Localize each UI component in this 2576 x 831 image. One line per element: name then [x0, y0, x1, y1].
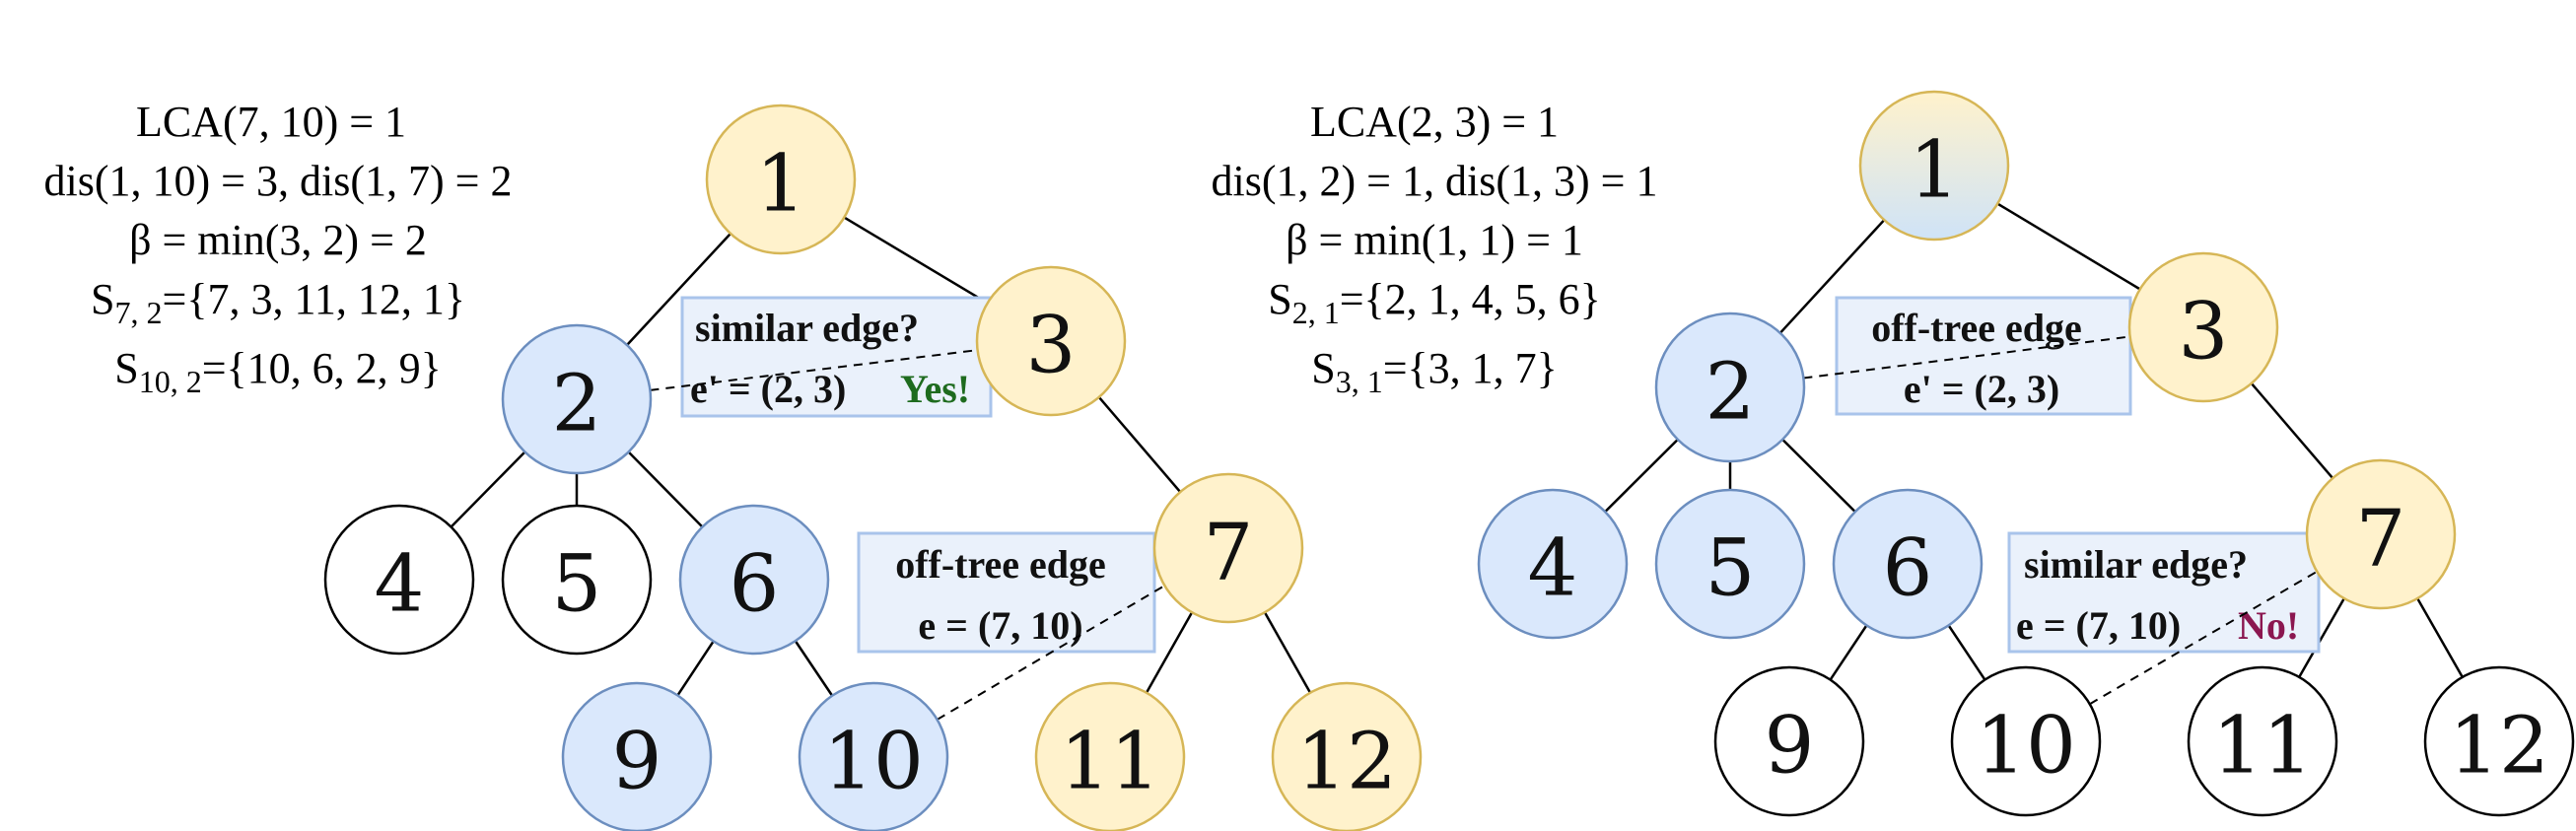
right-node-label: 6 — [1883, 522, 1933, 614]
left-node-label: 3 — [1026, 300, 1077, 391]
left-edge-2-6 — [629, 451, 703, 526]
right-bottom-box-line-2: e = (7, 10) — [2016, 603, 2181, 648]
left-set-members: ={10, 6, 2, 9} — [202, 344, 442, 392]
right-node-5: 5 — [1656, 490, 1804, 638]
left-edge-7-12 — [1265, 612, 1310, 692]
left-top-box-answer: Yes! — [900, 367, 970, 411]
left-node-label: 12 — [1296, 716, 1397, 807]
left-node-label: 1 — [756, 138, 806, 230]
right-calc-line-2: dis(1, 2) = 1, dis(1, 3) = 1 — [1212, 157, 1658, 205]
left-bottom-box-line-2: e = (7, 10) — [918, 603, 1082, 648]
right-edge-6-10 — [1949, 625, 1985, 679]
right-node-9: 9 — [1715, 667, 1863, 815]
left-edge-3-7 — [1099, 397, 1180, 492]
left-node-label: 4 — [375, 538, 425, 630]
right-edge-2-4 — [1605, 440, 1678, 512]
right-edge-3-7 — [2252, 383, 2332, 478]
right-node-3: 3 — [2129, 253, 2277, 401]
left-set-subscript: 10, 2 — [139, 364, 202, 399]
right-set-prefix: S — [1311, 344, 1335, 392]
right-node-label: 9 — [1765, 700, 1815, 792]
right-set-subscript: 2, 1 — [1292, 295, 1340, 330]
left-panel: LCA(7, 10) = 1 dis(1, 10) = 3, dis(1, 7)… — [44, 98, 1421, 831]
left-node-label: 9 — [612, 716, 662, 807]
right-calc-line-4: S2, 1={2, 1, 4, 5, 6} — [1268, 275, 1601, 330]
right-node-4: 4 — [1479, 490, 1627, 638]
right-panel: LCA(2, 3) = 1 dis(1, 2) = 1, dis(1, 3) =… — [1212, 92, 2573, 815]
right-node-label: 2 — [1706, 346, 1756, 438]
right-node-label: 7 — [2356, 493, 2406, 585]
left-node-label: 2 — [552, 358, 602, 450]
right-node-label: 4 — [1528, 522, 1578, 614]
right-node-label: 5 — [1706, 522, 1756, 614]
left-node-10: 10 — [800, 683, 947, 831]
left-node-label: 10 — [823, 716, 924, 807]
right-node-6: 6 — [1834, 490, 1982, 638]
right-set-members: ={2, 1, 4, 5, 6} — [1340, 275, 1601, 323]
left-node-11: 11 — [1036, 683, 1184, 831]
right-node-11: 11 — [2189, 667, 2336, 815]
left-set-prefix: S — [114, 344, 138, 392]
left-node-2: 2 — [503, 325, 651, 473]
right-edge-7-12 — [2417, 598, 2463, 677]
left-node-3: 3 — [977, 267, 1125, 415]
left-node-4: 4 — [325, 506, 473, 654]
right-node-label: 3 — [2179, 286, 2229, 378]
right-set-members: ={3, 1, 7} — [1383, 344, 1558, 392]
left-top-box-line-2: e' = (2, 3) — [690, 367, 846, 411]
right-node-label: 11 — [2212, 700, 2313, 792]
left-edge-2-4 — [452, 451, 525, 526]
right-node-7: 7 — [2307, 460, 2455, 608]
right-calc-text: LCA(2, 3) = 1 dis(1, 2) = 1, dis(1, 3) =… — [1212, 98, 1658, 399]
left-edge-6-9 — [677, 642, 713, 696]
left-bottom-box-line-1: off-tree edge — [895, 542, 1106, 587]
right-node-label: 12 — [2449, 700, 2549, 792]
left-calc-text: LCA(7, 10) = 1 dis(1, 10) = 3, dis(1, 7)… — [44, 98, 513, 399]
left-node-label: 11 — [1060, 716, 1160, 807]
left-set-prefix: S — [91, 275, 114, 323]
right-node-label: 1 — [1910, 124, 1960, 216]
right-edge-2-6 — [1782, 440, 1855, 512]
right-calc-line-3: β = min(1, 1) = 1 — [1286, 216, 1583, 264]
left-similar-edge-box: similar edge? e' = (2, 3) Yes! — [682, 298, 991, 416]
left-off-tree-edge-box: off-tree edge e = (7, 10) — [859, 533, 1154, 652]
right-calc-line-5: S3, 1={3, 1, 7} — [1311, 344, 1558, 399]
right-top-box-line-1: off-tree edge — [1871, 306, 2082, 350]
right-bottom-box-line-1: similar edge? — [2024, 542, 2248, 587]
left-edge-1-3 — [844, 218, 987, 304]
left-node-label: 6 — [730, 538, 780, 630]
left-node-7: 7 — [1154, 474, 1302, 622]
left-top-box-line-1: similar edge? — [695, 306, 919, 350]
right-similar-edge-box: similar edge? e = (7, 10) No! — [2009, 533, 2319, 652]
left-calc-line-5: S10, 2={10, 6, 2, 9} — [114, 344, 442, 399]
left-set-members: ={7, 3, 11, 12, 1} — [163, 275, 465, 323]
right-top-box-line-2: e' = (2, 3) — [1904, 367, 2059, 411]
left-tree-nodes: 12345679101112 — [325, 105, 1421, 831]
right-node-2: 2 — [1656, 313, 1804, 461]
left-node-label: 5 — [552, 538, 602, 630]
right-set-subscript: 3, 1 — [1336, 364, 1383, 399]
right-node-12: 12 — [2425, 667, 2573, 815]
left-node-1: 1 — [707, 105, 855, 253]
right-set-prefix: S — [1268, 275, 1291, 323]
right-calc-line-1: LCA(2, 3) = 1 — [1310, 98, 1559, 146]
left-calc-line-1: LCA(7, 10) = 1 — [136, 98, 406, 146]
left-node-6: 6 — [680, 506, 828, 654]
left-node-12: 12 — [1273, 683, 1421, 831]
right-edge-1-3 — [1997, 204, 2139, 290]
left-node-5: 5 — [503, 506, 651, 654]
left-calc-line-3: β = min(3, 2) = 2 — [129, 216, 427, 264]
right-node-10: 10 — [1952, 667, 2100, 815]
left-calc-line-4: S7, 2={7, 3, 11, 12, 1} — [91, 275, 465, 330]
right-bottom-box-answer: No! — [2238, 603, 2299, 648]
left-set-subscript: 7, 2 — [115, 295, 163, 330]
left-calc-line-2: dis(1, 10) = 3, dis(1, 7) = 2 — [44, 157, 513, 205]
left-edge-6-10 — [796, 641, 832, 696]
left-node-9: 9 — [563, 683, 711, 831]
left-node-label: 7 — [1204, 507, 1254, 598]
right-node-1: 1 — [1860, 92, 2008, 240]
right-edge-6-9 — [1831, 625, 1867, 679]
right-node-label: 10 — [1976, 700, 2076, 792]
